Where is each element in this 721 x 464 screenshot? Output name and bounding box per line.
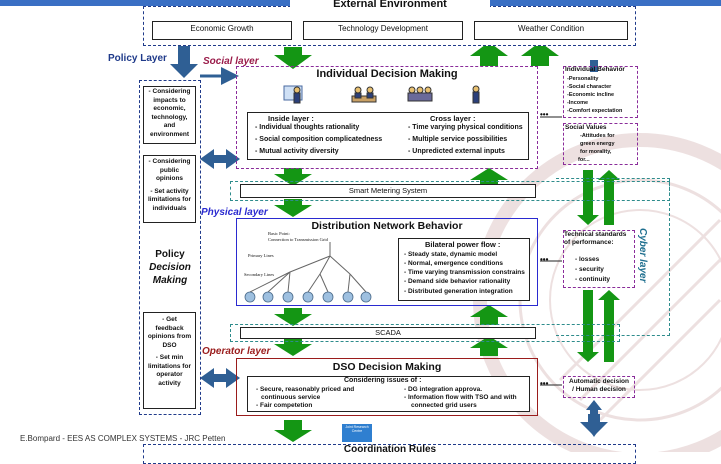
technical-standards-item: - continuity (575, 276, 611, 283)
people-icons (283, 85, 480, 104)
social-values-item: -Attitudes for (580, 133, 615, 139)
scada-label: SCADA (375, 328, 401, 337)
ellipsis-operator: ••• (540, 379, 549, 388)
cross-layer-title: Cross layer : (430, 114, 476, 123)
bilateral-item: - Steady state, dynamic model (404, 251, 498, 258)
technology-development-label: Technology Development (338, 24, 428, 33)
ellipsis-individual: ••• (540, 110, 549, 119)
jrc-badge-text: Joint Research Centre (345, 425, 369, 433)
dso-title: DSO Decision Making (332, 361, 442, 373)
scada-band (230, 324, 620, 342)
policy-box-opinions (143, 155, 196, 223)
external-environment-title-bg (290, 0, 490, 10)
distribution-title: Distribution Network Behavior (311, 220, 463, 232)
cross-layer-item: - Time varying physical conditions (408, 124, 523, 131)
grid-label-connection: Connection to Transmission Grid (268, 237, 328, 242)
social-values-box (563, 123, 638, 165)
inside-layer-item: - Individual thoughts rationality (255, 124, 360, 131)
social-layer-box (236, 66, 538, 169)
distribution-grid-diagram (244, 242, 372, 303)
dso-issues-title: Considering issues of : (344, 377, 422, 384)
ellipsis-physical: ••• (540, 255, 549, 264)
footer-credit: E.Bompard - EES AS COMPLEX SYSTEMS - JRC… (20, 434, 226, 443)
individual-behavior-item: -Personality (567, 76, 599, 82)
cross-layer-item: - Multiple service possibilities (408, 136, 508, 143)
individual-factors-box (247, 112, 529, 160)
economic-growth-label: Economic Growth (190, 24, 254, 33)
technical-standards-item: - security (575, 266, 604, 273)
individual-behavior-item: -Social character (567, 84, 612, 90)
technology-development-box (303, 21, 463, 40)
grid-label-basic-point: Basic Point: (268, 231, 290, 236)
bilateral-item: - Time varying transmission constrains (404, 269, 525, 276)
grid-label-secondary: Secondary Lines (244, 272, 275, 277)
dso-left-item: - Fair competetion (256, 402, 313, 409)
smart-metering-box (240, 184, 536, 198)
individual-behavior-box (563, 66, 638, 118)
technical-standards-item: - losses (575, 256, 600, 263)
physical-layer-label: Physical layer (201, 207, 268, 218)
social-values-title: Social Values (565, 124, 607, 131)
external-environment-title: External Environment (333, 0, 447, 10)
operator-layer-box (236, 358, 538, 416)
dso-right-item: connected grid users (411, 402, 477, 409)
jrc-badge (342, 424, 372, 442)
automatic-decision-text: Automatic decision/ Human decision (569, 378, 629, 393)
dso-issues-box (247, 376, 530, 412)
physical-layer-box (236, 218, 538, 306)
policy-layer-label: Policy Layer (108, 53, 167, 64)
individual-decision-title: Individual Decision Making (316, 68, 458, 80)
inside-layer-item: - Social composition complicatedness (255, 136, 383, 143)
scada-box (240, 327, 536, 339)
individual-behavior-item: -Income (567, 100, 589, 106)
inside-layer-title: Inside layer : (268, 114, 314, 123)
bilateral-item: - Demand side behavior rationality (404, 278, 511, 285)
bilateral-item: - Distributed generation integration (404, 288, 513, 295)
individual-behavior-item: -Economic incline (567, 92, 615, 98)
inside-layer-item: - Mutual activity diversity (255, 148, 339, 155)
dso-right-item: - Information flow with TSO and with (404, 394, 517, 401)
cross-layer-item: - Unpredicted external inputs (408, 148, 505, 155)
social-values-item: for... (578, 157, 590, 163)
policy-box-impacts (143, 86, 196, 144)
social-values-item: for morality, (580, 149, 612, 155)
operator-layer-label: Operator layer (202, 346, 271, 357)
bilateral-title: Bilateral power flow : (425, 240, 501, 249)
dso-left-item: - Secure, reasonably priced and (256, 386, 355, 393)
grid-label-primary: Primary Lines (248, 253, 274, 258)
automatic-decision-box (563, 376, 635, 398)
economic-growth-box (152, 21, 292, 40)
social-values-item: green energy (580, 141, 615, 147)
dso-right-item: - DG integration approva. (404, 386, 483, 393)
bilateral-power-flow-box (398, 238, 530, 301)
weather-condition-box (474, 21, 628, 40)
cyber-layer-frame (556, 178, 670, 336)
dso-left-item: continuous service (261, 394, 321, 401)
smart-metering-label: Smart Metering System (348, 186, 428, 195)
policy-column (139, 80, 201, 415)
individual-behavior-title: Individual Behavior (565, 66, 625, 73)
social-layer-label: Social layer (203, 56, 259, 67)
weather-condition-label: Weather Condition (517, 24, 585, 33)
technical-standards-box (563, 230, 635, 288)
policy-box-feedback (143, 312, 196, 409)
coordination-rules-label: Coordination Rules (343, 444, 437, 455)
individual-behavior-item: -Comfort expectation (567, 108, 623, 114)
connector-arrows (170, 42, 620, 442)
bilateral-item: - Normal, emergence conditions (404, 260, 503, 267)
